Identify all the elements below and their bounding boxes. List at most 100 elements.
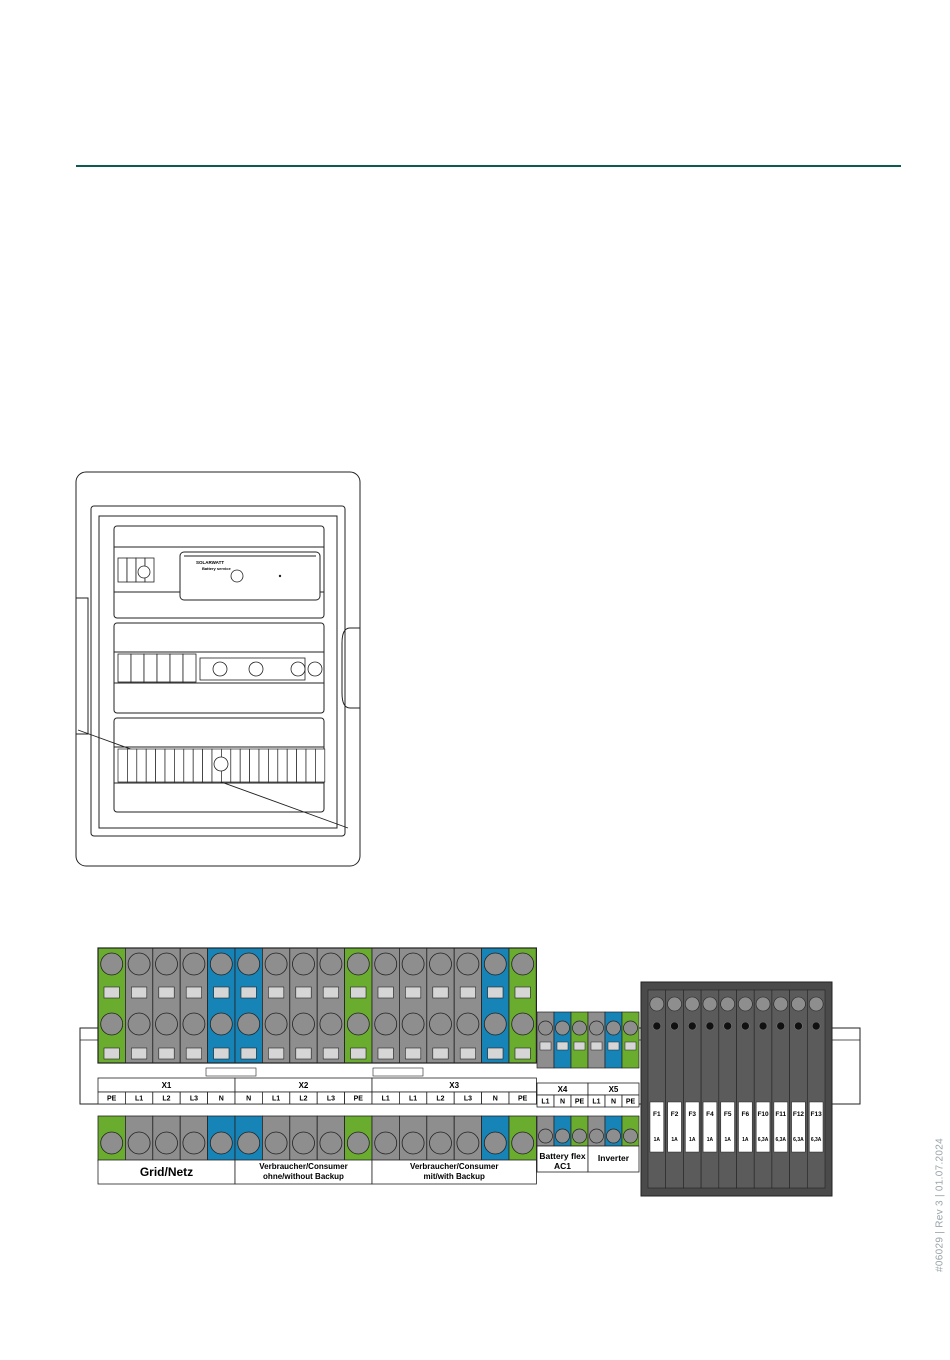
cab-terminal bbox=[117, 748, 128, 783]
terminal-slot bbox=[268, 986, 285, 999]
fuse-holder bbox=[806, 989, 826, 1189]
terminal-slot bbox=[185, 1047, 202, 1060]
fuse-label-box bbox=[702, 1101, 718, 1153]
module-label: Battery service bbox=[202, 566, 231, 571]
terminal-screw bbox=[483, 952, 507, 976]
small-screw bbox=[538, 1020, 553, 1036]
terminal-screw bbox=[456, 1131, 480, 1155]
fuse-screw bbox=[720, 996, 735, 1012]
small-screw bbox=[606, 1020, 621, 1036]
small-slot bbox=[556, 1041, 569, 1051]
terminal-slot bbox=[322, 986, 339, 999]
terminal-screw bbox=[401, 1012, 425, 1036]
terminal-slot bbox=[405, 986, 422, 999]
small-slot bbox=[590, 1041, 603, 1051]
group-name-x3: X3 bbox=[449, 1081, 459, 1090]
bottom-label: ohne/without Backup bbox=[263, 1172, 344, 1181]
fuse-indicator bbox=[741, 1021, 750, 1031]
terminal-slot bbox=[240, 1047, 257, 1060]
terminal-screw bbox=[100, 952, 124, 976]
terminal-label: L1 bbox=[409, 1095, 417, 1102]
fuse-holder bbox=[789, 989, 808, 1189]
bottom-label-box bbox=[234, 1159, 373, 1185]
terminal-label: L3 bbox=[327, 1095, 335, 1102]
terminal-slot bbox=[240, 986, 257, 999]
fuse-rating: 1A bbox=[654, 1137, 661, 1143]
fuse-indicator bbox=[652, 1021, 662, 1031]
fuse-screw bbox=[773, 996, 789, 1012]
terminal-screw bbox=[511, 1131, 535, 1155]
cab-screw bbox=[213, 756, 229, 772]
fuse-id: F11 bbox=[775, 1111, 786, 1118]
terminal-label: L2 bbox=[299, 1095, 307, 1102]
small-slot bbox=[624, 1041, 637, 1051]
fuse-label-box bbox=[667, 1101, 682, 1153]
cab-terminal bbox=[164, 748, 175, 783]
terminal-screw bbox=[374, 1012, 398, 1036]
fuse-screw bbox=[667, 996, 682, 1012]
terminal-slot bbox=[103, 986, 120, 999]
terminal-label: L1 bbox=[272, 1095, 280, 1102]
group-name-x5: X5 bbox=[609, 1085, 619, 1094]
terminal-label: L1 bbox=[382, 1095, 390, 1102]
fuse-rating: 1A bbox=[671, 1137, 678, 1143]
fuse-id: F6 bbox=[742, 1111, 750, 1118]
fuse-indicator bbox=[811, 1021, 821, 1031]
document-id: #06029 | Rev 3 | 01.07.2024 bbox=[934, 1138, 946, 1272]
cab-terminal bbox=[155, 748, 166, 783]
terminal-screw bbox=[429, 1012, 452, 1036]
fuse-label-box bbox=[791, 1101, 806, 1153]
cab-terminal bbox=[169, 653, 184, 683]
terminal-screw bbox=[209, 1012, 233, 1036]
bottom-label: Inverter bbox=[598, 1153, 630, 1163]
terminal-screw bbox=[182, 952, 206, 976]
terminal-screw bbox=[429, 1131, 452, 1155]
small-terminal-top bbox=[604, 1011, 623, 1069]
small-screw bbox=[572, 1020, 587, 1036]
terminal-slot bbox=[213, 1047, 230, 1060]
terminal-label: L1 bbox=[135, 1095, 143, 1102]
cab-terminal bbox=[286, 748, 297, 783]
fuse-holder bbox=[736, 989, 755, 1189]
terminal-screw bbox=[182, 1131, 206, 1155]
bottom-label: Verbraucher/Consumer bbox=[410, 1162, 498, 1171]
cab-terminal bbox=[268, 748, 279, 783]
terminal-label: N bbox=[493, 1095, 498, 1102]
fuse-holder bbox=[753, 989, 773, 1189]
cab-terminal bbox=[258, 748, 269, 783]
fuse-label-box bbox=[755, 1101, 771, 1153]
fuse-indicator bbox=[705, 1021, 715, 1031]
cab-terminal bbox=[183, 748, 194, 783]
small-slot bbox=[573, 1041, 586, 1051]
small-slot bbox=[539, 1041, 552, 1051]
cab-terminal bbox=[136, 748, 147, 783]
marker-tab bbox=[205, 1067, 257, 1077]
terminal-screw bbox=[264, 952, 288, 976]
group-name-x1: X1 bbox=[162, 1081, 172, 1090]
fuse-holder bbox=[771, 989, 790, 1189]
terminal-slot bbox=[459, 1047, 476, 1060]
terminal-slot bbox=[158, 1047, 175, 1060]
bottom-label: Battery flex bbox=[539, 1151, 586, 1161]
cab-terminal bbox=[277, 748, 288, 783]
marker-tab bbox=[372, 1067, 424, 1077]
cab-screw bbox=[307, 661, 323, 677]
fuse-screw bbox=[791, 996, 806, 1012]
group-name-x4: X4 bbox=[558, 1085, 568, 1094]
terminal-slot bbox=[487, 1047, 504, 1060]
small-terminal-top bbox=[553, 1011, 572, 1069]
terminal-slot bbox=[213, 986, 230, 999]
terminal-screw bbox=[127, 1131, 151, 1155]
cab-terminal bbox=[117, 557, 128, 583]
terminal-slot bbox=[322, 1047, 339, 1060]
small-screw bbox=[555, 1128, 570, 1144]
terminal-screw bbox=[155, 1131, 178, 1155]
cab-terminal bbox=[127, 748, 138, 783]
terminal-slot bbox=[405, 1047, 422, 1060]
terminal-label: PE bbox=[575, 1098, 585, 1105]
terminal-label: N bbox=[611, 1098, 616, 1105]
terminal-screw bbox=[374, 952, 398, 976]
header-rule bbox=[76, 165, 901, 167]
cab-terminal bbox=[182, 653, 197, 683]
terminal-slot bbox=[432, 1047, 449, 1060]
